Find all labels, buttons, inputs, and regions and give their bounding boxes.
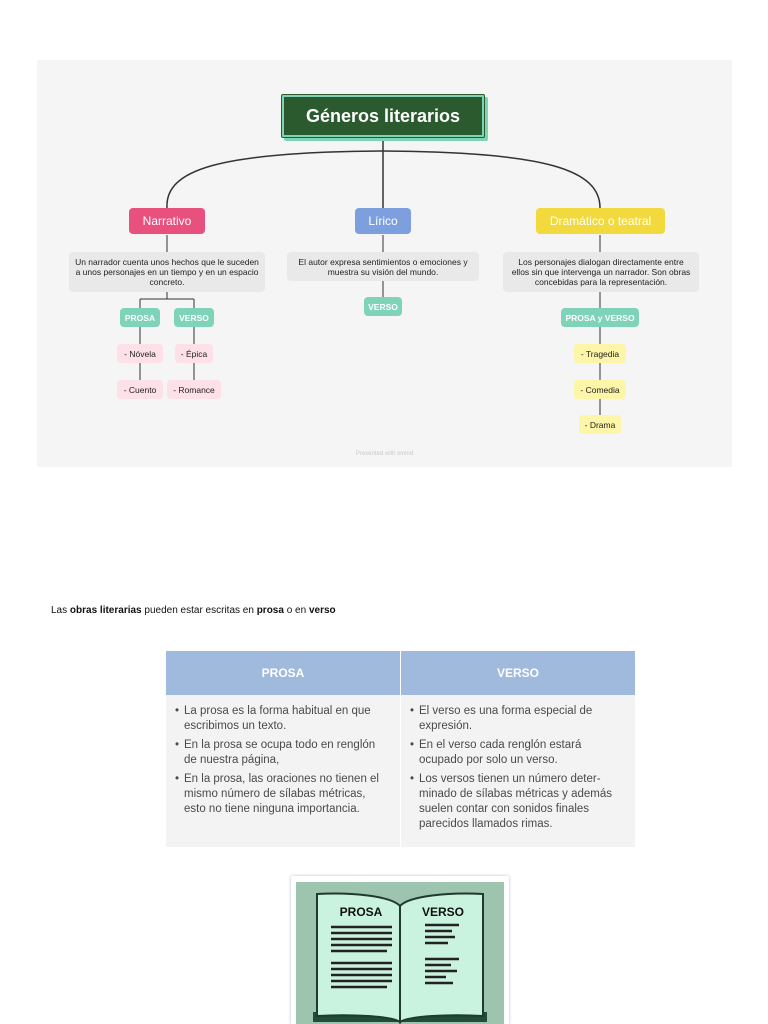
- prosa-list: La prosa es la forma habitual en que esc…: [175, 704, 389, 821]
- mind-map-title: Géneros literarios: [281, 94, 485, 138]
- leaf-comedia: - Comedia: [574, 380, 626, 399]
- leaf-drama: - Drama: [579, 415, 621, 434]
- prosa-item: En la prosa se ocupa todo en renglón de …: [175, 738, 389, 768]
- desc-narrativo: Un narrador cuenta unos hechos que le su…: [69, 252, 265, 292]
- leaf-tragedia: - Tragedia: [574, 344, 626, 363]
- category-dramatico: Dramático o teatral: [536, 208, 665, 234]
- category-narrativo: Narrativo: [129, 208, 205, 234]
- prosa-item: La prosa es la forma habitual en que esc…: [175, 704, 389, 734]
- book-illustration: PROSA VERSO: [291, 876, 509, 1024]
- header-verso: VERSO: [401, 651, 635, 695]
- leaf-novela: - Nóvela: [117, 344, 163, 363]
- tag-verso: VERSO: [174, 308, 214, 327]
- book-left-label: PROSA: [340, 905, 383, 919]
- connector-dramatico: [382, 150, 601, 209]
- intro-sentence: Las obras literarias pueden estar escrit…: [51, 605, 336, 616]
- desc-lirico: El autor expresa sentimientos o emocione…: [287, 252, 479, 281]
- prosa-item: En la prosa, las oraciones no tienen el …: [175, 772, 389, 817]
- prosa-verso-table: PROSA VERSO La prosa es la forma habitua…: [166, 651, 635, 847]
- mind-map-connectors: [139, 138, 601, 415]
- leaf-cuento: - Cuento: [117, 380, 163, 399]
- tag-verso-lirico: VERSO: [364, 297, 402, 316]
- header-prosa: PROSA: [166, 651, 400, 695]
- leaf-epica: - Épica: [175, 344, 213, 363]
- verso-item: En el verso cada renglón estará ocupado …: [410, 738, 624, 768]
- watermark: Presented with xmind: [355, 451, 414, 457]
- verso-item: Los versos tienen un número deter-minado…: [410, 772, 624, 832]
- book-right-label: VERSO: [422, 905, 464, 919]
- desc-dramatico: Los personajes dialogan directamente ent…: [503, 252, 699, 292]
- tag-prosa: PROSA: [120, 308, 160, 327]
- leaf-romance: - Romance: [167, 380, 221, 399]
- verso-list: El verso es una forma especial de expres…: [410, 704, 624, 836]
- open-book-icon: PROSA VERSO: [296, 882, 504, 1024]
- verso-item: El verso es una forma especial de expres…: [410, 704, 624, 734]
- column-divider: [400, 651, 401, 847]
- tag-prosa-y-verso: PROSA y VERSO: [561, 308, 639, 327]
- connector-narrativo: [166, 150, 384, 209]
- category-lirico: Lírico: [355, 208, 411, 234]
- mind-map: Géneros literarios Narrativo Lírico Dram…: [37, 60, 732, 467]
